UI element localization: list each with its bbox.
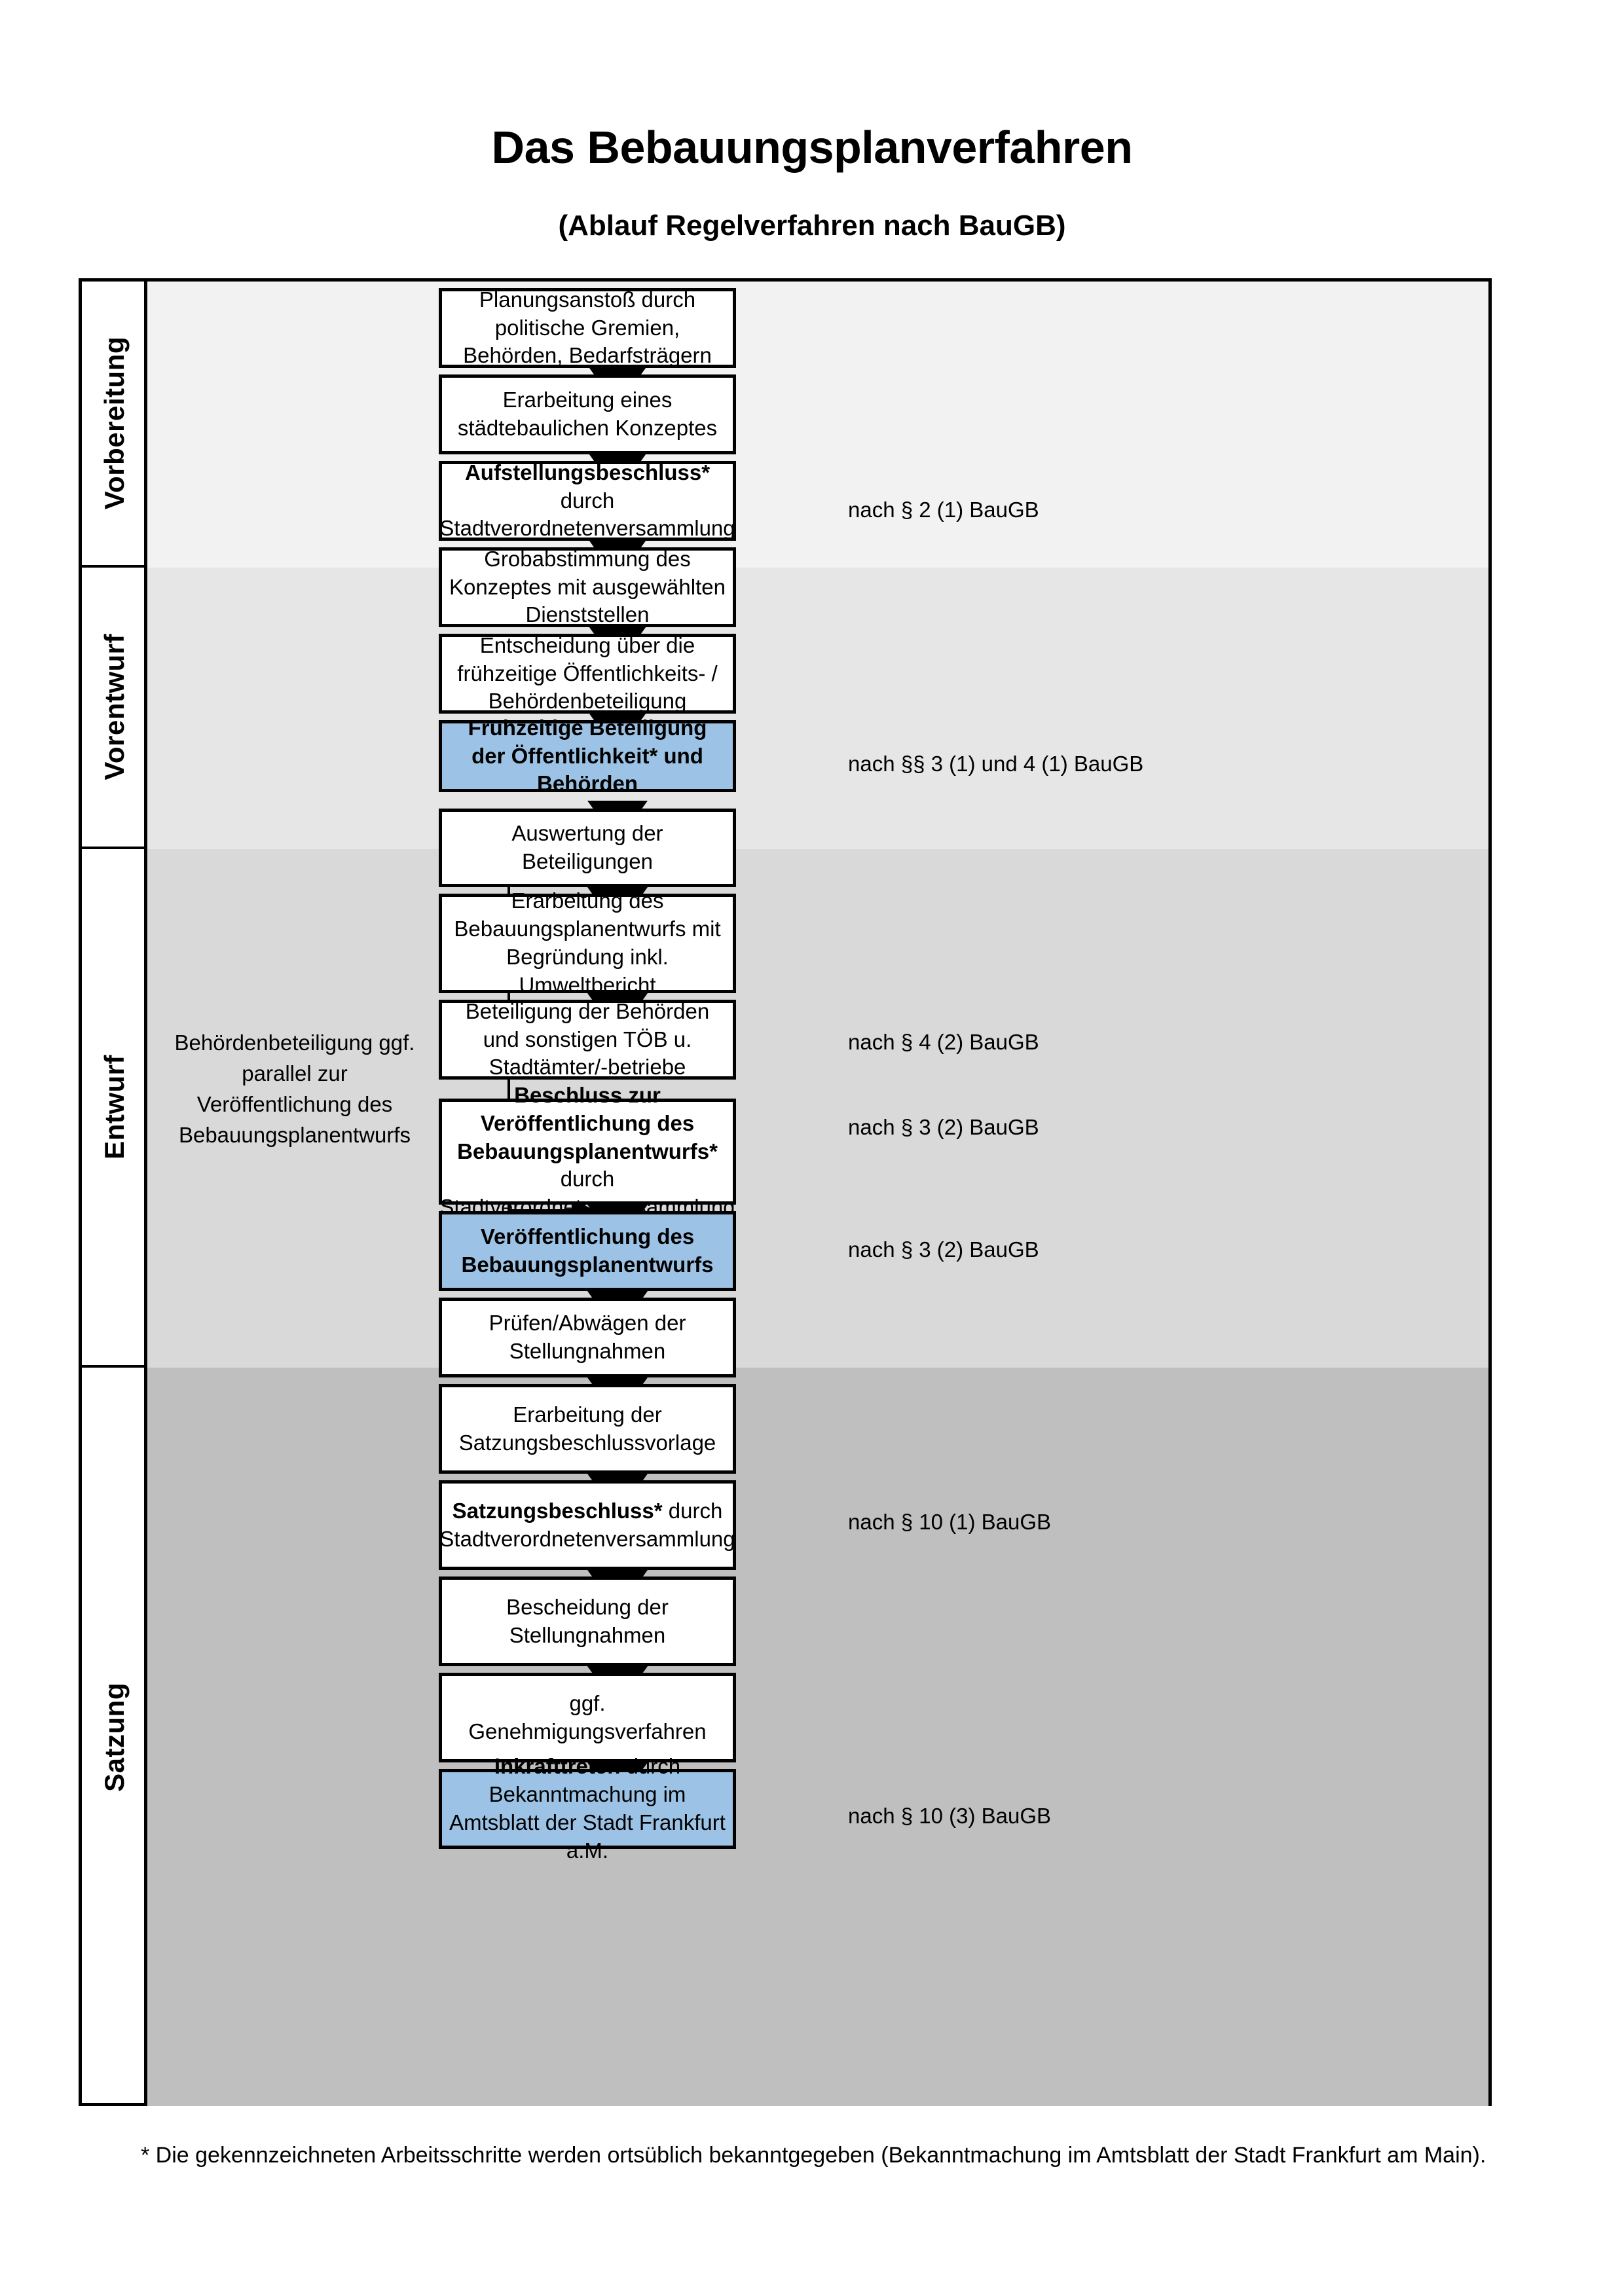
flow-step-s4[interactable]: Grobabstimmung des Konzeptes mit ausgewä… [439,547,736,627]
flow-step-text: ggf. Genehmigungsverfahren [468,1690,707,1743]
page-title: Das Bebauungsplanverfahren [491,122,1133,173]
phase-label-vorentwurf: Vorentwurf [82,568,147,849]
footnote-text: * Die gekennzeichneten Arbeitsschritte w… [141,2143,1486,2168]
flow-step-s11[interactable]: Veröffentlichung des Bebauungsplanentwur… [439,1211,736,1291]
flow-step-s16[interactable]: ggf. Genehmigungsverfahren [439,1673,736,1762]
flow-step-text: Erarbeitung des Bebauungsplanentwurfs mi… [454,888,721,997]
band-satzung [147,1368,1488,2106]
flow-content-area: Planungsanstoß durch politische Gremien,… [147,282,1488,2106]
flow-step-s9[interactable]: Beteiligung der Behörden und sonstigen T… [439,998,736,1080]
flow-step-text: Erarbeitung der Satzungsbeschlussvorlage [458,1402,716,1455]
phase-label-text: Satzung [99,1682,130,1792]
legal-ref-text: nach § 2 (1) BauGB [848,498,1039,522]
flow-step-text: Erarbeitung eines städtebaulichen Konzep… [457,388,718,440]
flow-step-bold-text: Veröffentlichung des Bebauungsplanentwur… [461,1224,714,1277]
phase-label-text: Vorentwurf [99,634,130,780]
phase-label-vorbereitung: Vorbereitung [82,282,147,568]
phase-label-satzung: Satzung [82,1368,147,2106]
flow-step-bold-text: Frühzeitige Beteiligung der Öffentlichke… [468,715,707,796]
legal-ref-s10: nach § 3 (2) BauGB [848,1115,1039,1140]
flow-step-s10[interactable]: Beschluss zur Veröffentlichung des Bebau… [439,1083,736,1219]
flow-step-bold-text: Satzungsbeschluss* [452,1498,663,1523]
flow-step-bold-text: Aufstellungsbeschluss* [464,460,710,484]
legal-ref-s17: nach § 10 (3) BauGB [848,1804,1051,1829]
flow-step-s5[interactable]: Entscheidung über die frühzeitige Öffent… [439,632,736,714]
phase-label-entwurf: Entwurf [82,849,147,1368]
legal-ref-text: nach § 4 (2) BauGB [848,1030,1039,1054]
flow-step-s7[interactable]: Auswertung der Beteiligungen [439,809,736,887]
band-vorentwurf [147,568,1488,849]
flow-step-s8[interactable]: Erarbeitung des Bebauungsplanentwurfs mi… [439,888,736,997]
flow-step-text: durch Stadtverordnetenversammlung [439,1498,735,1551]
flowchart-frame: Vorbereitung Vorentwurf Entwurf Satzung [79,278,1492,2106]
legal-ref-text: nach § 3 (2) BauGB [848,1237,1039,1262]
flow-step-bold-text: Inkrafttreten [494,1754,621,1779]
flow-step-s6[interactable]: Frühzeitige Beteiligung der Öffentlichke… [439,716,736,795]
flow-step-text: Grobabstimmung des Konzeptes mit ausgewä… [449,546,726,627]
flow-step-s14[interactable]: Satzungsbeschluss* durch Stadtverordnete… [439,1480,736,1570]
flow-step-text: Planungsanstoß durch politische Gremien,… [463,287,712,368]
flow-step-s17[interactable]: Inkrafttreten durch Bekanntmachung im Am… [439,1754,736,1863]
legal-ref-text: nach § 10 (1) BauGB [848,1510,1052,1534]
side-note-text: Behördenbeteiligung ggf. parallel zur Ve… [174,1030,415,1147]
phase-label-text: Vorbereitung [99,337,130,510]
flow-step-s15[interactable]: Bescheidung der Stellungnahmen [439,1576,736,1666]
band-entwurf [147,849,1488,1368]
loop-connector-bottom [507,1209,577,1212]
flow-step-text: durch Stadtverordnetenversammlung [439,488,735,541]
legal-ref-text: nach § 3 (2) BauGB [848,1115,1039,1139]
band-vorbereitung [147,282,1488,568]
phase-label-text: Entwurf [99,1055,130,1159]
flow-step-text: Prüfen/Abwägen der Stellungnahmen [489,1311,686,1363]
flow-step-s1[interactable]: Planungsanstoß durch politische Gremien,… [439,287,736,368]
legal-ref-text: nach §§ 3 (1) und 4 (1) BauGB [848,752,1144,776]
legal-ref-text: nach § 10 (3) BauGB [848,1804,1052,1828]
flow-step-text: Beteiligung der Behörden und sonstigen T… [465,998,710,1080]
page-subtitle: (Ablauf Regelverfahren nach BauGB) [558,210,1066,242]
legal-ref-s3: nach § 2 (1) BauGB [848,498,1039,522]
flow-step-text: Auswertung der Beteiligungen [511,821,663,873]
flow-step-text: Entscheidung über die frühzeitige Öffent… [457,632,718,714]
phase-label-column: Vorbereitung Vorentwurf Entwurf Satzung [82,282,147,2103]
flow-step-s12[interactable]: Prüfen/Abwägen der Stellungnahmen [439,1298,736,1377]
flow-step-text: durch Bekanntmachung im Amtsblatt der St… [449,1754,726,1863]
legal-ref-s9: nach § 4 (2) BauGB [848,1030,1039,1055]
legal-ref-s11: nach § 3 (2) BauGB [848,1237,1039,1262]
legal-ref-s6: nach §§ 3 (1) und 4 (1) BauGB [848,752,1143,776]
footnote: * Die gekennzeichneten Arbeitsschritte w… [141,2138,1490,2174]
flow-step-s3[interactable]: Aufstellungsbeschluss* durch Stadtverord… [439,460,736,541]
flow-step-s13[interactable]: Erarbeitung der Satzungsbeschlussvorlage [439,1384,736,1474]
legal-ref-s14: nach § 10 (1) BauGB [848,1510,1051,1535]
flow-step-s2[interactable]: Erarbeitung eines städtebaulichen Konzep… [439,374,736,454]
side-note-behoerdenbeteiligung: Behördenbeteiligung ggf. parallel zur Ve… [167,1028,422,1150]
flow-step-bold-text: Beschluss zur Veröffentlichung des Bebau… [457,1082,718,1163]
flow-step-text: Bescheidung der Stellungnahmen [506,1594,669,1647]
